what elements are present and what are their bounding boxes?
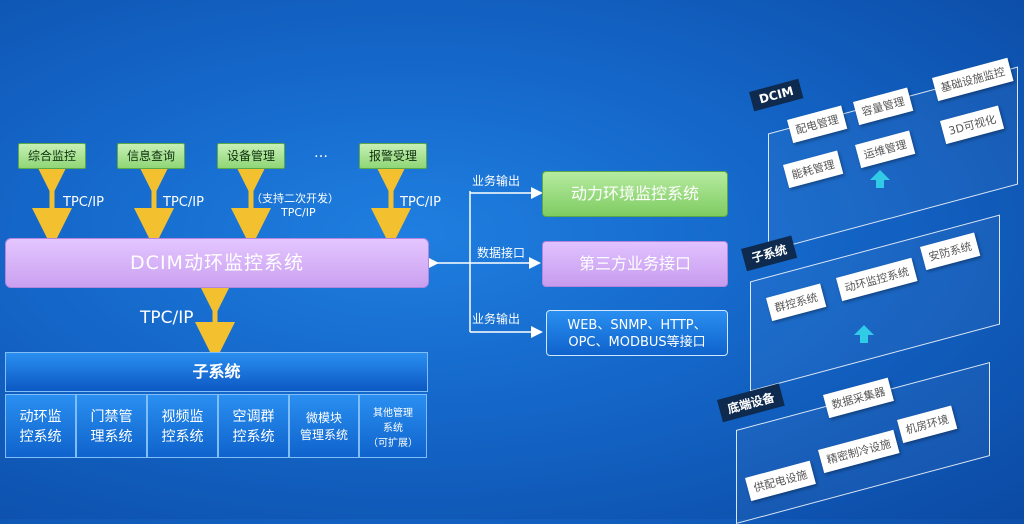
subsystem-cell-env-monitoring[interactable]: 动环监 控系统	[5, 394, 76, 458]
top-ellipsis: …	[314, 145, 328, 161]
conn-label-business-output-1: 业务输出	[472, 174, 521, 188]
power-env-monitoring-box[interactable]: 动力环境监控系统	[542, 171, 728, 217]
conn-label-data-interface: 数据接口	[477, 246, 526, 260]
layer-up-arrow-1	[870, 170, 890, 188]
tpc-label-bottom: TPC/IP	[140, 308, 194, 328]
tpc-label-1: TPC/IP	[63, 195, 104, 210]
subsystem-cell-micro-module[interactable]: 微模块 管理系统	[289, 394, 359, 458]
tpc-label-2: TPC/IP	[163, 195, 204, 210]
tpc-label-4: TPC/IP	[400, 195, 441, 210]
tpc-label-3b: TPC/IP	[281, 206, 316, 219]
tpc-label-3a: （支持二次开发）	[251, 192, 339, 205]
dcim-main-system[interactable]: DCIM动环监控系统	[5, 238, 429, 288]
subsystem-header: 子系统	[5, 352, 428, 392]
protocol-line-1: WEB、SNMP、HTTP、	[567, 318, 707, 333]
conn-label-business-output-2: 业务输出	[472, 312, 521, 326]
third-party-interface-box[interactable]: 第三方业务接口	[542, 241, 728, 287]
top-button-alarm-handling[interactable]: 报警受理	[359, 143, 427, 169]
subsystem-cell-other[interactable]: 其他管理 系统 （可扩展）	[359, 394, 427, 458]
top-button-info-query[interactable]: 信息查询	[117, 143, 185, 169]
subsystem-cell-hvac-control[interactable]: 空调群 控系统	[218, 394, 289, 458]
subsystem-cell-video-monitoring[interactable]: 视频监 控系统	[147, 394, 218, 458]
layer-up-arrow-2	[854, 325, 874, 343]
subsystem-cell-access-control[interactable]: 门禁管 理系统	[76, 394, 147, 458]
protocol-interface-box[interactable]: WEB、SNMP、HTTP、 OPC、MODBUS等接口	[546, 310, 728, 356]
top-button-integrated-monitoring[interactable]: 综合监控	[18, 143, 86, 169]
protocol-line-2: OPC、MODBUS等接口	[568, 335, 706, 350]
top-button-device-management[interactable]: 设备管理	[217, 143, 285, 169]
